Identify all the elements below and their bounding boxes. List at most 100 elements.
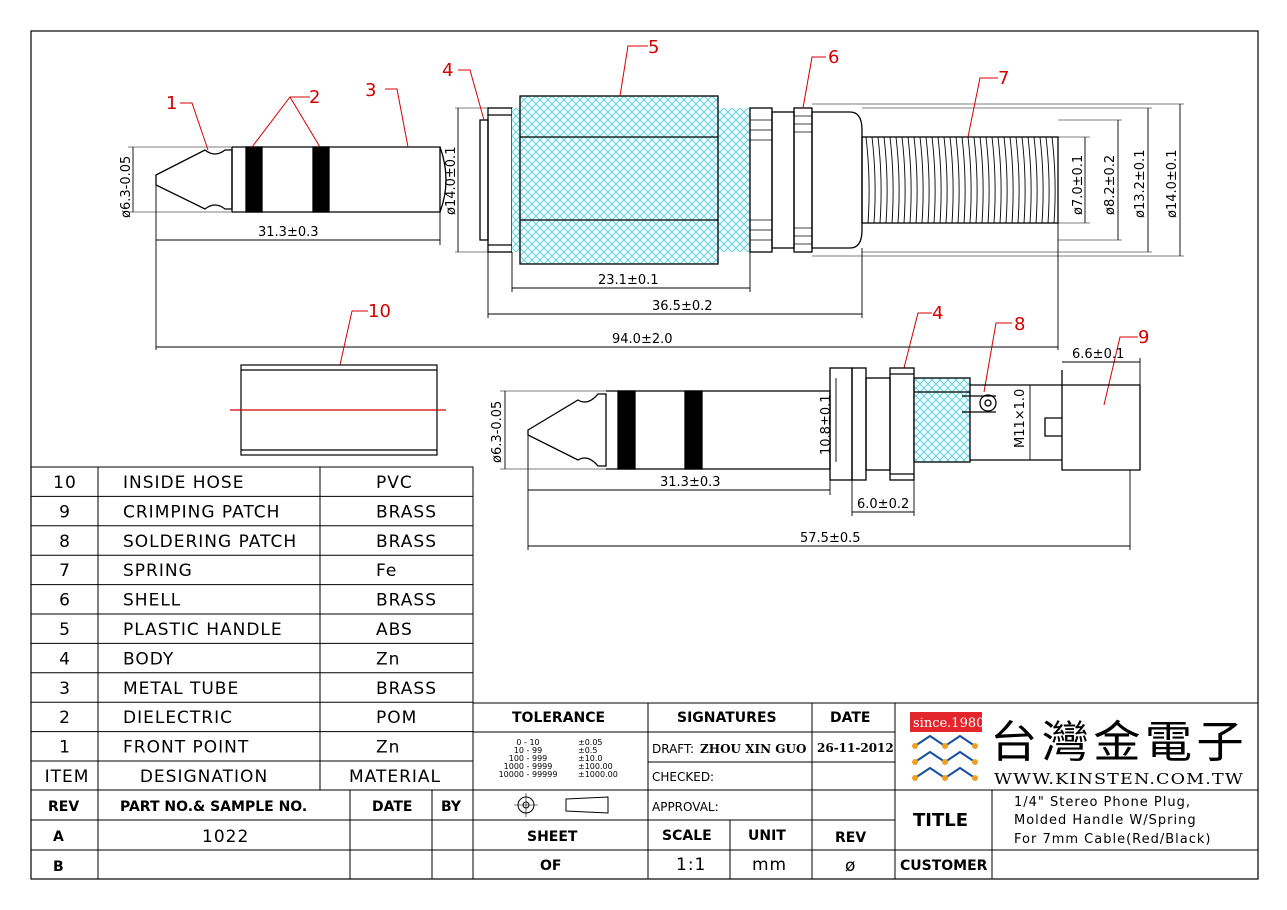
tolerance-value: ±0.05 (578, 738, 603, 747)
dim-flange-len: 6.0±0.2 (857, 497, 909, 512)
callout-1: 1 (166, 93, 177, 114)
bom-item-number: 10 (53, 473, 77, 493)
bom-material: Fe (376, 561, 397, 581)
spring-coil (1045, 136, 1050, 224)
dim-total-bottom: 57.5±0.5 (800, 531, 861, 546)
company-logo: since.1980 台灣金電子 WWW.KINSTEN.COM.TW (910, 712, 1244, 788)
spring-coil (865, 136, 870, 224)
title-line-3: For 7mm Cable(Red/Black) (1014, 832, 1211, 847)
top-dimensions (128, 103, 1184, 350)
bom-material: BRASS (376, 679, 437, 699)
callout-2: 2 (309, 87, 320, 108)
bom-header-designation: DESIGNATION (140, 767, 268, 787)
spring-coil (1033, 136, 1038, 224)
bom-item-number: 6 (59, 591, 71, 611)
spring-coil (889, 136, 894, 224)
bottom-dimensions (500, 358, 1141, 550)
rev-header: REV (48, 799, 79, 815)
bom-item-number: 7 (59, 561, 71, 581)
spring-coil (985, 136, 990, 224)
callout-3: 3 (365, 80, 376, 101)
bom-item-number: 9 (59, 502, 71, 522)
spring-coil (871, 136, 876, 224)
callout-9: 9 (1138, 327, 1149, 348)
dim-max-od: ø14.0±0.1 (1165, 150, 1180, 218)
top-view (155, 95, 1059, 265)
bottom-view (527, 367, 1141, 481)
dim-body-dia-top: ø14.0±0.1 (444, 147, 459, 215)
title-line-2: Molded Handle W/Spring (1014, 813, 1197, 828)
spring-coil (913, 136, 918, 224)
bom-designation: INSIDE HOSE (123, 473, 244, 493)
bom-item-number: 2 (59, 708, 71, 728)
spring-coil (931, 136, 936, 224)
spring-coil (991, 136, 996, 224)
part-no-a: 1022 (202, 827, 249, 847)
bom-table (30, 466, 474, 791)
spring-coil (961, 136, 966, 224)
scale-label: SCALE (662, 828, 712, 844)
dim-handle-od: ø13.2±0.1 (1133, 150, 1148, 218)
spring-coil (1003, 136, 1008, 224)
bom-material: BRASS (376, 532, 437, 552)
part-no-header: PART NO.& SAMPLE NO. (120, 799, 307, 815)
tolerance-value: ±1000.00 (578, 770, 618, 779)
tolerance-range: 10000 - 99999 (499, 770, 558, 779)
bom-material: POM (376, 708, 417, 728)
scale-value: 1:1 (676, 855, 706, 875)
spring-coil (967, 136, 972, 224)
sheet-label: SHEET (527, 829, 578, 845)
title-label: TITLE (913, 810, 968, 831)
callout-4-top: 4 (442, 60, 453, 81)
spring-coil (1051, 136, 1056, 224)
date-header: DATE (372, 799, 412, 815)
bom-header-material: MATERIAL (349, 767, 441, 787)
spring-coil (925, 136, 930, 224)
bom-designation: BODY (123, 649, 174, 669)
customer-label: CUSTOMER (900, 858, 988, 874)
callout-leaders (180, 45, 1138, 406)
bom-material: Zn (376, 649, 400, 669)
tolerance-title: TOLERANCE (512, 710, 605, 726)
dim-thread: M11×1.0 (1013, 389, 1028, 448)
unit-label: UNIT (748, 828, 786, 844)
bom-item-number: 8 (59, 532, 71, 552)
bom-designation: FRONT POINT (123, 738, 249, 758)
bom-item-number: 3 (59, 679, 71, 699)
spring-coil (955, 136, 960, 224)
approval-label: APPROVAL: (652, 800, 719, 814)
bom-designation: SOLDERING PATCH (123, 532, 297, 552)
callout-10: 10 (368, 301, 391, 322)
of-label: OF (540, 858, 561, 874)
bom-material: Zn (376, 738, 400, 758)
spring-coil (919, 136, 924, 224)
dim-body-dia-bottom: 10.8±0.1 (819, 394, 834, 455)
rev-label: REV (835, 830, 866, 846)
tolerance-range: 0 - 10 (516, 738, 539, 747)
bom-designation: CRIMPING PATCH (123, 502, 280, 522)
callout-7: 7 (998, 68, 1009, 89)
tolerance-value: ±0.5 (578, 746, 597, 755)
spring-coil (1009, 136, 1014, 224)
callout-6: 6 (828, 47, 839, 68)
callout-5: 5 (648, 37, 659, 58)
spring-coil (883, 136, 888, 224)
dim-plug-len-top: 31.3±0.3 (258, 225, 319, 240)
bom-designation: METAL TUBE (123, 679, 239, 699)
spring-coil (1015, 136, 1020, 224)
tolerance-value: ±100.00 (578, 762, 613, 771)
bom-item-number: 5 (59, 620, 71, 640)
tolerance-symbols (514, 793, 609, 817)
tolerance-range: 10 - 99 (514, 746, 542, 755)
date-title: DATE (830, 710, 870, 726)
spring-coil (1027, 136, 1032, 224)
logo-since: since.1980 (913, 716, 984, 731)
dim-handle-len: 23.1±0.1 (598, 273, 659, 288)
spring-coil (937, 136, 942, 224)
spring-coil (907, 136, 912, 224)
logo-url: WWW.KINSTEN.COM.TW (994, 770, 1244, 788)
rev-value: ø (845, 856, 856, 876)
callout-8: 8 (1014, 314, 1025, 335)
